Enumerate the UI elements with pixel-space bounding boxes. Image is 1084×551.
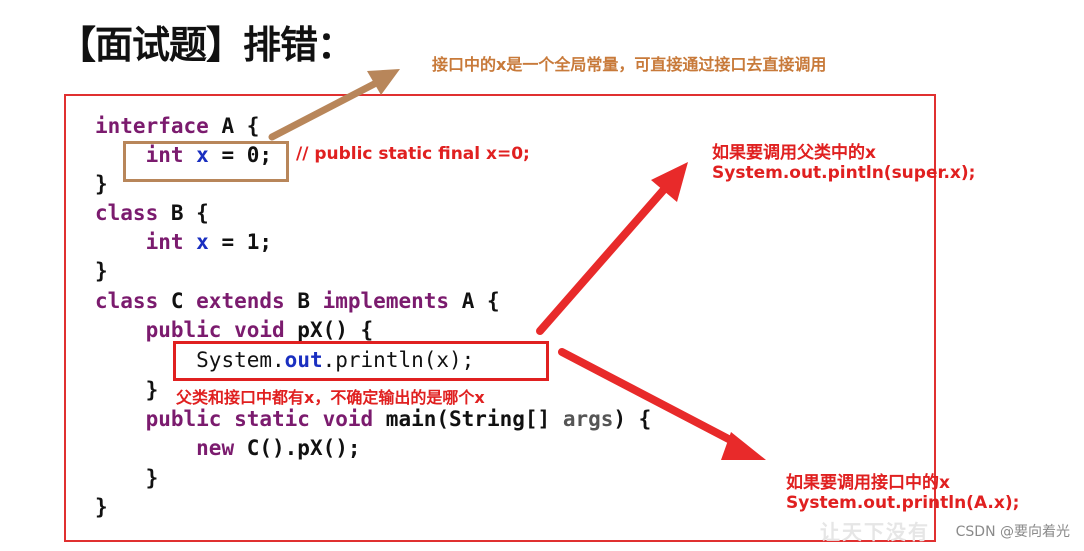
code-line-4: class B { — [95, 199, 209, 227]
note-super-code: System.out.pintln(super.x); — [712, 163, 976, 183]
code-line-11: public static void main(String[] args) { — [95, 405, 652, 433]
code-line-10: } — [95, 376, 159, 404]
keyword-int: int — [145, 230, 184, 254]
code-text: } — [95, 259, 108, 283]
code-line-5: int x = 1; — [95, 228, 272, 256]
code-text: main(String[] — [373, 407, 563, 431]
note-iface-code: System.out.println(A.x); — [786, 493, 1020, 513]
keyword-interface: interface — [95, 114, 209, 138]
keyword-implements: implements — [322, 289, 450, 313]
code-line-6: } — [95, 257, 108, 285]
code-text: A { — [449, 289, 500, 313]
page-title: 【面试题】排错： — [58, 23, 355, 67]
code-text: A { — [208, 114, 260, 138]
note-both-have-x: 父类和接口中都有x，不确定输出的是哪个x — [176, 388, 485, 407]
code-text: } — [95, 466, 159, 490]
keyword-class: class — [95, 289, 159, 313]
field-out: out — [284, 348, 323, 372]
highlight-box-interface-field — [123, 141, 289, 182]
faint-watermark: 让天下没有 — [820, 520, 930, 544]
keyword-extends: extends — [196, 289, 285, 313]
code-line-2: int x = 0; — [95, 141, 272, 169]
keyword-public-static-void: public static void — [145, 407, 374, 431]
brown-arrow — [268, 69, 400, 141]
note-super-title: 如果要调用父类中的x — [712, 143, 876, 163]
code-text: C — [158, 289, 197, 313]
code-text: pX() { — [284, 318, 374, 342]
red-arrow-super — [536, 162, 688, 335]
code-text: C().pX(); — [234, 436, 361, 460]
code-line-7: class C extends B implements A { — [95, 287, 500, 315]
code-line-8: public void pX() { — [95, 316, 374, 344]
code-text: System. — [196, 348, 285, 372]
code-text: = 0; — [208, 143, 273, 167]
keyword-int: int — [145, 143, 184, 167]
keyword-new: new — [196, 436, 235, 460]
param-args: args — [562, 407, 614, 431]
red-arrow-interface — [558, 348, 766, 460]
code-text: B { — [158, 201, 209, 225]
code-text: = 1; — [208, 230, 273, 254]
code-text: } — [95, 172, 108, 196]
code-line-3: } — [95, 170, 108, 198]
code-text: } — [95, 378, 159, 402]
code-frame — [64, 94, 936, 542]
code-line-9: System.out.println(x); — [95, 346, 474, 374]
code-line-14: } — [95, 493, 108, 521]
field-x: x — [196, 230, 209, 254]
code-line-13: } — [95, 464, 159, 492]
highlight-box-println — [173, 341, 549, 381]
code-text: .println(x); — [322, 348, 475, 372]
csdn-watermark: CSDN @要向着光 — [955, 524, 1070, 540]
note-interface-constant: 接口中的x是一个全局常量，可直接通过接口去直接调用 — [432, 55, 827, 74]
code-text: ) { — [613, 407, 652, 431]
field-x: x — [196, 143, 209, 167]
note-iface-title: 如果要调用接口中的x — [786, 473, 950, 493]
code-line-12: new C().pX(); — [95, 434, 361, 462]
keyword-class: class — [95, 201, 159, 225]
keyword-public-void: public void — [145, 318, 285, 342]
code-line-1: interface A { — [95, 112, 259, 140]
code-text: B — [284, 289, 323, 313]
code-text: } — [95, 495, 108, 519]
comment-public-static-final: // public static final x=0; — [296, 144, 530, 164]
